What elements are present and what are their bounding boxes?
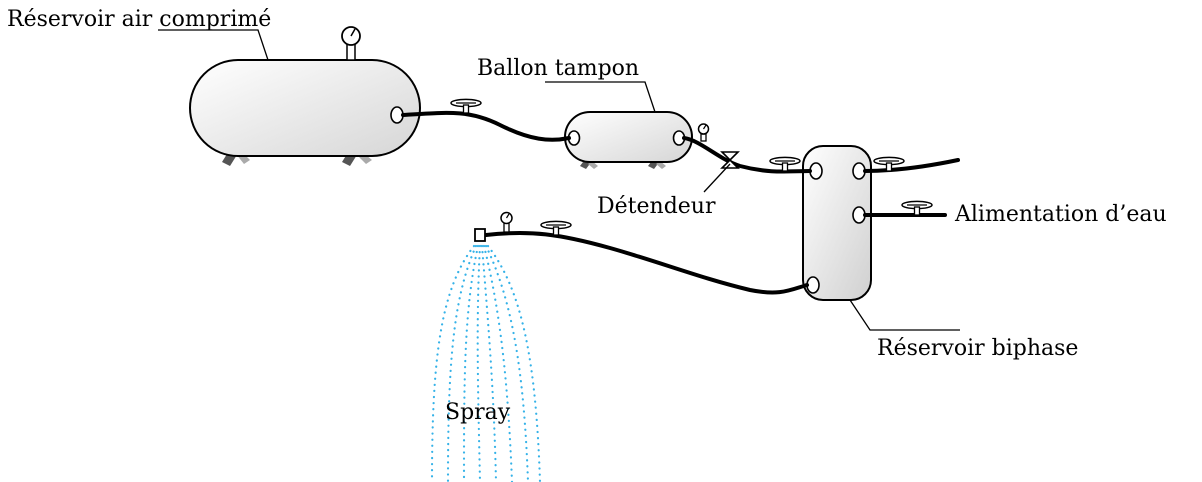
pipe-air-tank-to-buffer bbox=[401, 110, 571, 142]
leader-regulator bbox=[703, 163, 731, 193]
two-phase-tank bbox=[802, 145, 872, 301]
pressure-gauge-icon bbox=[697, 123, 710, 142]
pressure-gauge-icon bbox=[500, 211, 513, 233]
label-two-phase-tank: Réservoir biphase bbox=[877, 336, 1078, 361]
spray-jet bbox=[430, 244, 542, 482]
pressure-gauge-icon bbox=[341, 26, 361, 61]
handwheel-valve-icon bbox=[540, 220, 572, 236]
pipe-buffer-to-two-phase bbox=[682, 136, 812, 174]
label-regulator: Détendeur bbox=[597, 194, 716, 219]
handwheel-valve-icon bbox=[873, 156, 905, 172]
spray-nozzle-icon bbox=[474, 228, 486, 242]
leader-air-tank bbox=[158, 29, 269, 61]
handwheel-valve-icon bbox=[450, 98, 482, 114]
label-spray: Spray bbox=[445, 400, 511, 425]
buffer-tank bbox=[564, 111, 710, 169]
label-buffer-tank: Ballon tampon bbox=[477, 56, 639, 81]
label-air-tank: Réservoir air comprimé bbox=[7, 7, 271, 32]
air-tank bbox=[189, 26, 421, 166]
pipe-two-phase-exhaust bbox=[863, 158, 960, 173]
handwheel-valve-icon bbox=[769, 156, 801, 172]
leader-two-phase-tank bbox=[849, 299, 960, 331]
label-water-supply: Alimentation d’eau bbox=[954, 202, 1167, 227]
handwheel-valve-icon bbox=[901, 200, 933, 216]
leader-buffer-tank bbox=[545, 81, 656, 113]
pipe-two-phase-to-nozzle bbox=[484, 230, 809, 295]
